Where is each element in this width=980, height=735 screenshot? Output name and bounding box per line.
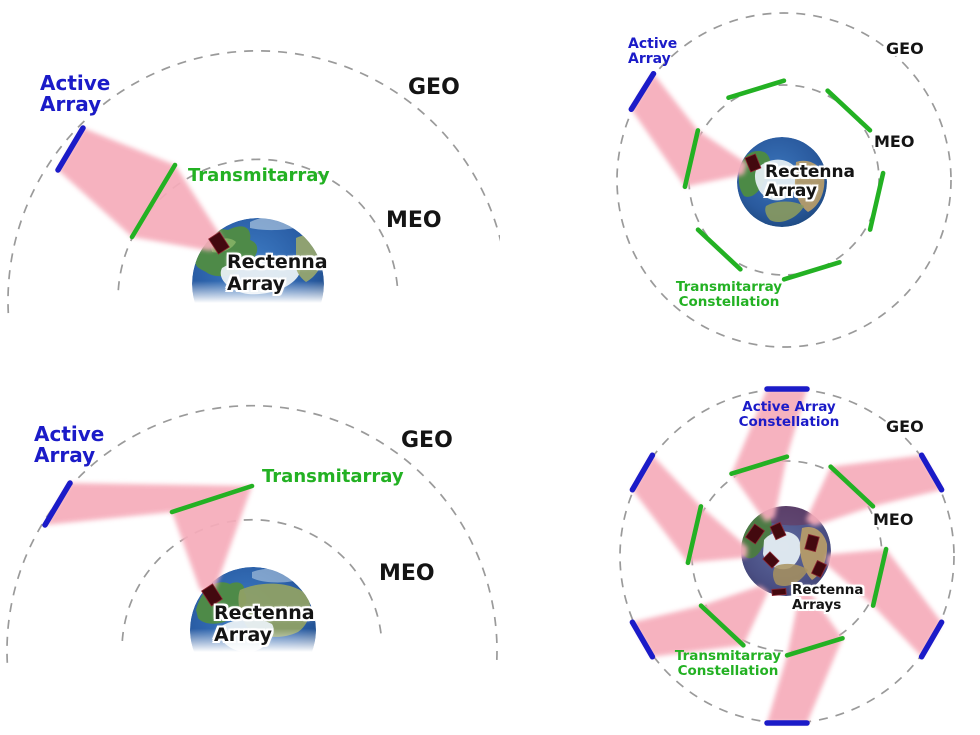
earth-globe bbox=[737, 137, 827, 227]
rectenna-label-line1: Rectenna bbox=[214, 602, 315, 624]
active-array-segment bbox=[628, 70, 657, 113]
power-beam bbox=[632, 455, 748, 563]
rectenna-panel bbox=[762, 551, 780, 569]
geo-label: GEO bbox=[886, 417, 924, 436]
active-array-label: Active Array bbox=[628, 37, 677, 66]
rectenna-label-line2: Array bbox=[765, 180, 817, 201]
rectenna-panels bbox=[744, 521, 828, 597]
active-array-label: Active Array bbox=[40, 73, 110, 115]
active-array-constellation-line1: Active Array bbox=[742, 399, 836, 415]
geo-label: GEO bbox=[408, 75, 460, 100]
power-beam bbox=[767, 590, 843, 723]
active-array-segment bbox=[918, 452, 945, 493]
rectenna-panel bbox=[769, 521, 787, 541]
active-array-label-line2: Array bbox=[34, 443, 96, 467]
panel-bottom-right bbox=[619, 386, 955, 726]
active-array-constellation-line2: Constellation bbox=[738, 413, 840, 430]
active-array-label-line1: Active bbox=[40, 71, 111, 95]
meo-label: MEO bbox=[873, 510, 914, 529]
rectenna-array-label: Rectenna Array bbox=[214, 602, 315, 646]
landmass-tan bbox=[794, 160, 825, 212]
transmitarray-constellation-label: Transmitarray Constellation bbox=[675, 649, 781, 679]
transmitarray-label: Transmitarray bbox=[262, 466, 404, 487]
power-beam bbox=[731, 389, 807, 522]
transmitarray-segment bbox=[828, 464, 876, 509]
geo-orbit-circle bbox=[616, 12, 952, 348]
active-array-label: Active Array bbox=[34, 424, 104, 466]
meo-label: MEO bbox=[874, 132, 915, 151]
transmitarray-segment bbox=[698, 603, 746, 648]
transmitarray-segment bbox=[685, 504, 704, 566]
rectenna-label-line2: Array bbox=[227, 273, 286, 296]
transmitarray-segment bbox=[781, 259, 842, 282]
power-beam bbox=[45, 483, 252, 592]
power-beam bbox=[631, 73, 747, 187]
transmitarray-segment bbox=[870, 546, 889, 608]
transmitarray-label: Transmitarray bbox=[188, 165, 330, 186]
transmitarray-constellation-label: Transmitarray Constellation bbox=[676, 280, 782, 310]
rectenna-panel bbox=[810, 560, 828, 578]
rectenna-arrays-label: Rectenna Arrays bbox=[792, 583, 864, 613]
rectenna-panel bbox=[208, 231, 230, 255]
transmitarray-segment bbox=[867, 170, 886, 232]
panel-top-left bbox=[7, 50, 500, 350]
rectenna-panel bbox=[744, 153, 762, 173]
geo-orbit-arc bbox=[6, 404, 498, 663]
ice-cap bbox=[218, 619, 274, 653]
panel-top-right bbox=[616, 12, 952, 348]
panel-bottom-left bbox=[6, 404, 498, 693]
active-array-label-line1: Active bbox=[628, 36, 678, 52]
transmitarray-segment bbox=[695, 227, 743, 272]
transmitarray-constellation-line1: Transmitarray bbox=[674, 648, 782, 664]
active-array-segment bbox=[629, 619, 656, 660]
rectenna-label-line2: Array bbox=[214, 624, 273, 647]
transmitarray-segment bbox=[169, 483, 255, 515]
active-array-segment bbox=[55, 125, 86, 173]
transmitarray-segment bbox=[825, 88, 873, 133]
transmitarray-segment bbox=[784, 635, 845, 658]
rectenna-array-label: Rectenna Array bbox=[227, 251, 328, 295]
rectenna-panel bbox=[804, 533, 820, 553]
power-beam bbox=[826, 549, 942, 657]
transmitarray-constellation-line2: Constellation bbox=[677, 662, 779, 679]
geo-label: GEO bbox=[886, 39, 924, 58]
rectenna-label-line1: Rectenna bbox=[227, 251, 328, 273]
transmitarray-constellation-line2: Constellation bbox=[678, 293, 780, 310]
rectenna-panel bbox=[771, 587, 787, 597]
rectenna-array-label: Rectenna Array bbox=[765, 163, 855, 200]
active-array-label-line2: Array bbox=[40, 92, 102, 116]
transmitarray-segment bbox=[682, 128, 701, 190]
active-array-constellation-label: Active Array Constellation bbox=[739, 400, 840, 430]
cloud-ice bbox=[220, 259, 301, 295]
geo-label: GEO bbox=[401, 428, 453, 453]
transmitarray-segment bbox=[729, 454, 790, 477]
active-array-segment bbox=[918, 619, 945, 660]
landmass-south bbox=[773, 563, 808, 587]
meo-label: MEO bbox=[379, 561, 435, 586]
active-array-constellation bbox=[629, 386, 945, 726]
active-array-segment bbox=[42, 480, 73, 528]
transmitarray-constellation bbox=[685, 454, 889, 658]
transmitarray-constellation bbox=[682, 78, 886, 282]
rectenna-panel bbox=[201, 583, 223, 607]
active-array-label-line2: Array bbox=[628, 50, 671, 67]
meo-orbit-arc bbox=[117, 158, 399, 291]
power-beam bbox=[58, 128, 224, 251]
rectenna-panel bbox=[744, 523, 766, 545]
meo-label: MEO bbox=[386, 208, 442, 233]
transmitarray-segment bbox=[726, 78, 787, 100]
meo-orbit-arc bbox=[121, 518, 383, 641]
rectenna-label-line1: Rectenna bbox=[765, 162, 856, 182]
ice-cap bbox=[754, 159, 797, 201]
transmitarray-segment bbox=[129, 162, 178, 240]
geo-orbit-arc bbox=[7, 50, 500, 314]
rectenna-label-line2: Arrays bbox=[792, 596, 842, 613]
cloud-wisp bbox=[252, 568, 302, 583]
landmass-south bbox=[765, 201, 804, 223]
rectenna-label-line1: Rectenna bbox=[792, 582, 864, 598]
active-array-label-line1: Active bbox=[34, 422, 105, 446]
transmitarray-constellation-line1: Transmitarray bbox=[675, 279, 783, 295]
active-array-segment bbox=[629, 452, 656, 493]
